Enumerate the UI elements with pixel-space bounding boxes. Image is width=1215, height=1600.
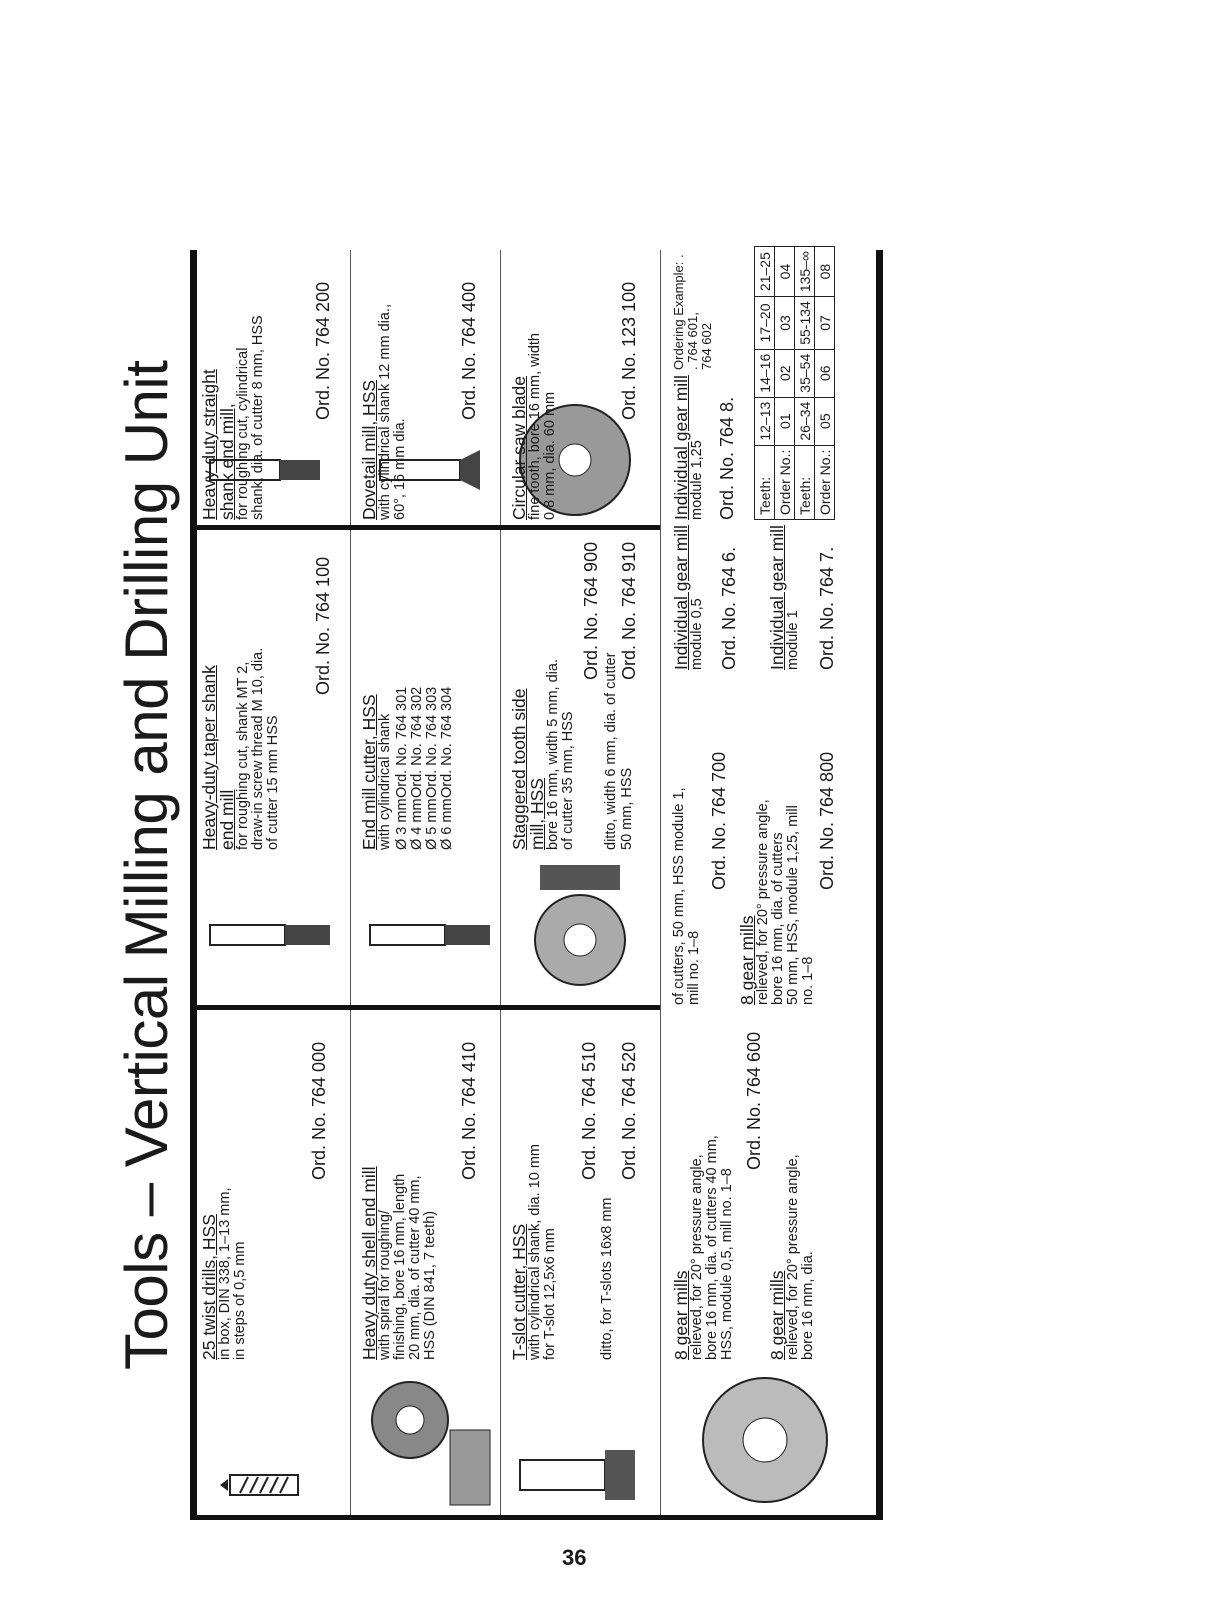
taper-shank-desc: for roughing cut, shank MT 2, draw-in sc… [235, 647, 281, 850]
dovetail-desc: with cylindrical shank 12 mm dia., 60°, … [377, 304, 408, 520]
twist-drills-cell: 25 twist drills, HSS in box, DIN 338, 1–… [199, 1020, 248, 1360]
gear-mill-image [680, 1365, 850, 1515]
end-mill-cutter-desc: with cylindrical shank [377, 713, 393, 850]
taper-shank-end-mill-image [190, 850, 340, 1000]
saw-blade-cell: Circular saw blade fine tooth, bore 16 m… [509, 250, 558, 520]
gear-mills-2-ord: Ord. No. 764 700 [709, 751, 729, 890]
dovetail-cell: Dovetail mill, HSS with cylindrical shan… [359, 250, 408, 520]
straight-shank-ord: Ord. No. 764 200 [313, 281, 333, 420]
shell-end-mill-cell: Heavy duty shell end mill with spiral fo… [359, 1020, 438, 1360]
gear-mills-2-cont-cell: of cutters, 50 mm, HSS module 1, mill no… [671, 685, 702, 1005]
staggered-cell: Staggered tooth side mill, HSS bore 16 m… [509, 535, 576, 850]
taper-shank-title: Heavy-duty taper shank end mill [199, 665, 237, 850]
gear-mills-3-cell: 8 gear mills relieved, for 20° pressure … [737, 685, 816, 1005]
row-divider-3 [660, 250, 661, 1520]
gear-mills-2-title: 8 gear mills [767, 1270, 787, 1360]
gear-mills-1-ord: Ord. No. 764 600 [744, 1031, 764, 1170]
taper-shank-cell: Heavy-duty taper shank end mill for roug… [199, 535, 281, 850]
straight-shank-end-mill-image [190, 370, 340, 520]
shell-end-mill-image [350, 1365, 500, 1515]
shell-end-mill-ord: Ord. No. 764 410 [459, 1041, 479, 1180]
saw-blade-ord: Ord. No. 123 100 [619, 281, 639, 420]
gear-mills-3-title: 8 gear mills [737, 915, 757, 1005]
staggered-ditto: ditto, width 6 mm, dia. of cutter [603, 652, 619, 850]
t-slot-ord: Ord. No. 764 510 [579, 1041, 599, 1180]
shell-end-mill-desc: with spiral for roughing/ finishing, bor… [377, 1173, 438, 1360]
staggered-ditto2: 50 mm, HSS [619, 767, 635, 850]
end-mill-cutter-title: End mill cutter, HSS [359, 694, 379, 850]
dovetail-title: Dovetail mill, HSS [359, 379, 379, 520]
t-slot-desc: with cylindrical shank, dia. 10 mm for T… [527, 1144, 558, 1360]
twist-drills-desc: in box, DIN 338, 1–13 mm, in steps of 0,… [217, 1187, 248, 1360]
gear-mills-3-ord: Ord. No. 764 800 [817, 751, 837, 890]
col-divider-0 [190, 1515, 883, 1520]
twist-drills-ord: Ord. No. 764 000 [309, 1041, 329, 1180]
dovetail-mill-image [350, 370, 500, 520]
individual-gear-1-ord: Ord. No. 764 6. [719, 546, 739, 670]
page-title: Tools – Vertical Milling and Drilling Un… [113, 360, 180, 1370]
col-divider-2 [190, 525, 660, 530]
gear-mills-1-desc: relieved, for 20° pressure angle, bore 1… [689, 1135, 735, 1360]
staggered-ord2: Ord. No. 764 910 [619, 541, 639, 680]
staggered-desc: bore 16 mm, width 5 mm, dia. of cutter 3… [545, 659, 576, 850]
col-divider-1 [190, 1005, 660, 1010]
saw-blade-title: Circular saw blade [509, 376, 529, 520]
individual-gear-3-cell: Individual gear mill module 1,25 [671, 370, 705, 520]
t-slot-ditto: ditto, for T-slots 16x8 mm [599, 1197, 615, 1360]
saw-blade-desc: fine tooth, bore 16 mm, width 0,8 mm, di… [527, 333, 558, 520]
t-slot-title: T-slot cutter, HSS [509, 1223, 529, 1360]
end-mill-cutter-image [350, 850, 500, 1000]
straight-shank-cell: Heavy-duty straight shank end mill, for … [199, 250, 266, 520]
individual-gear-2-title: Individual gear mill [767, 525, 787, 670]
shell-end-mill-title: Heavy duty shell end mill [359, 1166, 379, 1360]
gear-mills-2-cell: 8 gear mills relieved, for 20° pressure … [767, 1020, 816, 1360]
gear-mills-1-title: 8 gear mills [671, 1270, 691, 1360]
ordering-example: Ordering Example: . . 764 601, 764 602 [671, 254, 714, 370]
bottom-thick-rule [876, 250, 883, 1520]
twist-drills-title: 25 twist drills, HSS [199, 1214, 219, 1360]
individual-gear-2-desc: module 1 [785, 610, 801, 670]
saw-blade-image [500, 370, 650, 520]
individual-gear-3-ord: Ord. No. 764 8. [717, 396, 737, 520]
straight-shank-title: Heavy-duty straight shank end mill, [199, 369, 237, 520]
catalog-sheet: Tools – Vertical Milling and Drilling Un… [113, 246, 890, 1520]
individual-gear-3-desc: module 1,25 [689, 440, 705, 520]
staggered-mill-image [500, 850, 650, 1000]
gear-mills-2-desc: relieved, for 20° pressure angle, bore 1… [785, 1154, 816, 1360]
t-slot-ord2: Ord. No. 764 520 [619, 1041, 639, 1180]
gear-mills-2-cont-desc: of cutters, 50 mm, HSS module 1, mill no… [671, 787, 702, 1005]
taper-shank-ord: Ord. No. 764 100 [313, 556, 333, 695]
individual-gear-1-title: Individual gear mill [671, 525, 691, 670]
twist-drill-image [190, 1365, 340, 1515]
individual-gear-1-cell: Individual gear mill module 0,5 [671, 520, 705, 670]
individual-gear-3-title: Individual gear mill [671, 375, 691, 520]
individual-gear-2-cell: Individual gear mill module 1 [767, 520, 801, 670]
dovetail-ord: Ord. No. 764 400 [459, 281, 479, 420]
t-slot-cell: T-slot cutter, HSS with cylindrical shan… [509, 1020, 558, 1360]
gear-mills-1-cell: 8 gear mills relieved, for 20° pressure … [671, 1020, 735, 1360]
staggered-title: Staggered tooth side mill, HSS [509, 688, 547, 850]
staggered-ord: Ord. No. 764 900 [581, 541, 601, 680]
t-slot-cutter-image [500, 1365, 650, 1515]
page-number: 36 [562, 1545, 587, 1570]
individual-gear-1-desc: module 0,5 [689, 598, 705, 670]
straight-shank-desc: for roughing cut, cylindrical shank, dia… [235, 315, 266, 520]
gear-mills-3-desc: relieved, for 20° pressure angle, bore 1… [755, 799, 816, 1005]
individual-gear-2-ord: Ord. No. 764 7. [817, 546, 837, 670]
end-mill-cutter-cell: End mill cutter, HSS with cylindrical sh… [359, 535, 455, 850]
